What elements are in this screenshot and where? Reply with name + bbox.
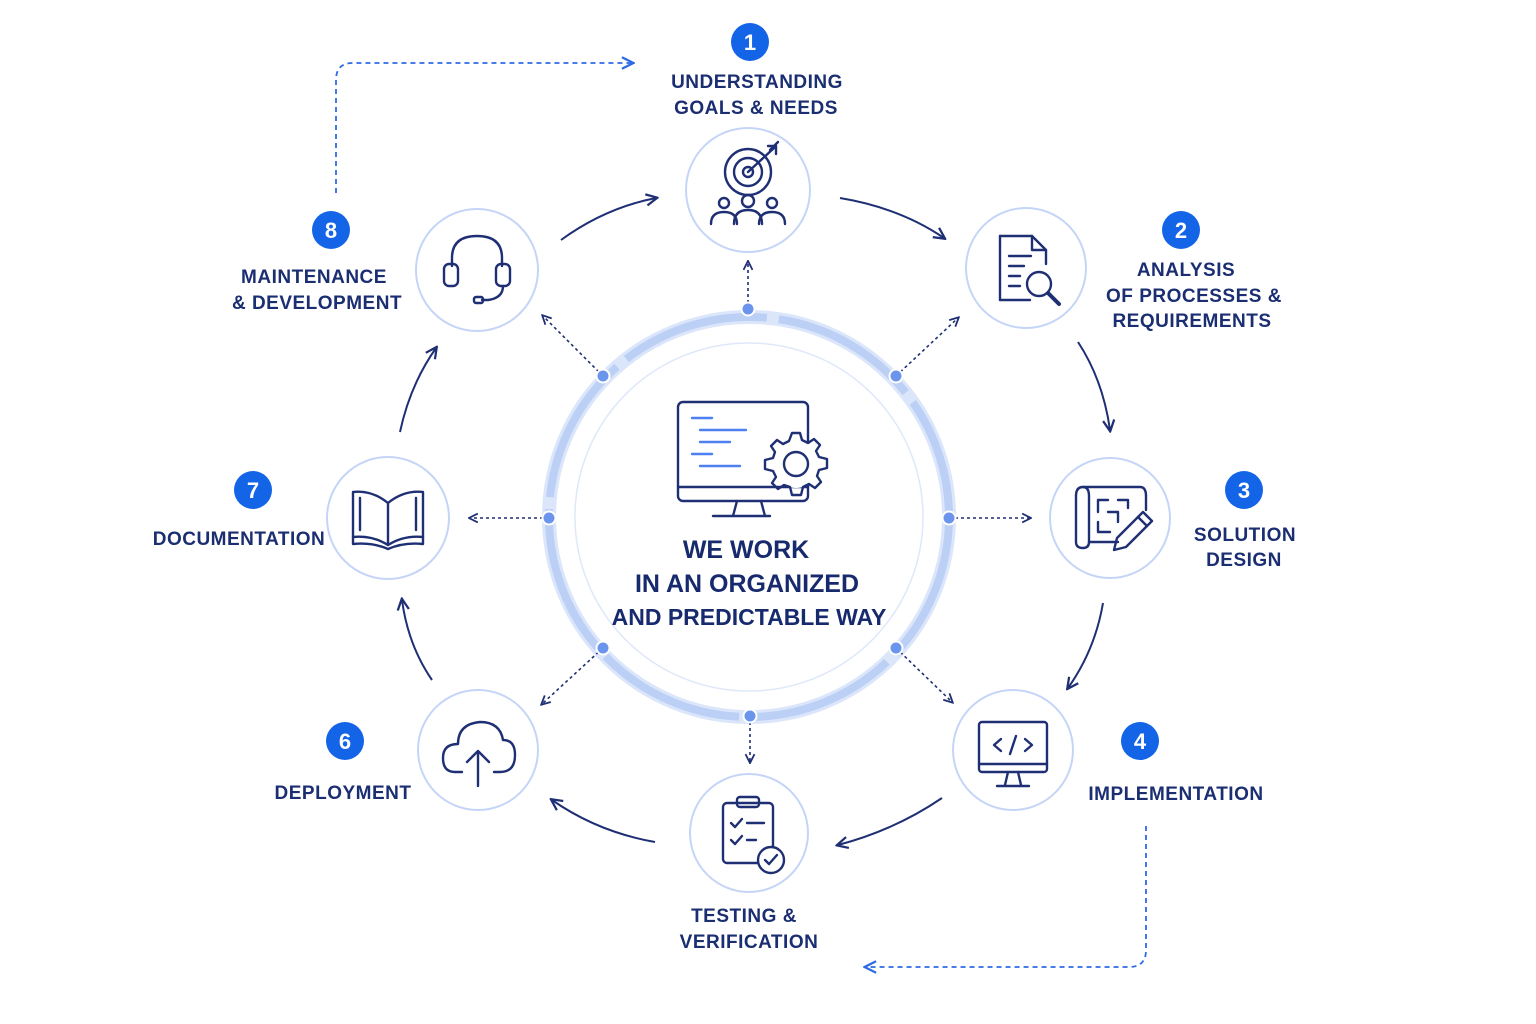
ring-dot-2 [888,368,904,384]
center-text-line-1: WE WORK [683,536,809,564]
step-3-badge [1225,471,1263,509]
radial-connector-4 [895,647,952,702]
step-2-badge [1162,211,1200,249]
step-4-number: 4 [1134,729,1147,754]
blueprint-pencil-icon [1074,485,1154,552]
step-2-label-line-1: ANALYSIS [1137,260,1235,281]
step-4-badge [1121,722,1159,760]
headset-icon [442,234,512,305]
ring-dot-4 [888,640,904,656]
center-monitor-gear-icon [676,400,829,518]
step-3-label-line-2: DESIGN [1206,550,1282,571]
center-text-line-3: AND PREDICTABLE WAY [612,604,887,630]
ring-dot-7 [541,510,557,526]
step-6-badge [326,722,364,760]
step-5-label-line-1: TESTING & [691,906,797,927]
step-6-number: 6 [339,729,351,754]
step-1-number: 1 [744,30,756,55]
open-book-icon [351,490,425,551]
step-6: 6 DEPLOYMENT [275,689,539,811]
loop-connector-top [335,63,632,193]
step-2-number: 2 [1175,218,1187,243]
step-7: 7 DOCUMENTATION [153,456,450,580]
radial-connector-6 [542,647,604,704]
ring-dot-6 [595,640,611,656]
step-8-label-line-2: & DEVELOPMENT [232,293,402,314]
step-7-number: 7 [247,478,259,503]
step-4: 4 IMPLEMENTATION [952,689,1263,811]
step-3-node [1049,457,1171,579]
arrow-4-to-5 [838,797,943,845]
step-8-node [415,208,539,332]
step-5: TESTING & VERIFICATION [680,773,819,953]
arrow-7-to-8 [399,348,436,433]
step-2-node [965,207,1087,329]
cycle-arrows [400,198,1110,845]
step-7-badge [234,471,272,509]
step-5-label-line-2: VERIFICATION [680,932,819,953]
radial-connector-2 [895,318,958,377]
step-3: 3 SOLUTION DESIGN [1049,457,1296,579]
cloud-upload-icon [441,720,517,788]
arrow-1-to-2 [839,197,944,238]
loop-connector-bottom [866,826,1147,967]
step-7-label-line-1: DOCUMENTATION [153,529,326,550]
step-8-badge [312,211,350,249]
ring-dot-8 [595,368,611,384]
center-text-line-2: IN AN ORGANIZED [635,570,859,598]
step-2-label-line-2: OF PROCESSES & [1106,286,1282,307]
step-2-label-line-3: REQUIREMENTS [1112,311,1271,332]
step-4-label-line-1: IMPLEMENTATION [1088,784,1263,805]
arrow-3-to-4 [1068,602,1104,688]
step-8: 8 MAINTENANCE & DEVELOPMENT [232,208,539,332]
target-team-icon [709,140,787,226]
step-1-badge [731,23,769,61]
step-4-node [952,689,1074,811]
step-2: 2 ANALYSIS OF PROCESSES & REQUIREMENTS [965,207,1282,332]
code-monitor-icon [977,720,1049,788]
step-5-node [689,773,809,893]
step-1-node [685,127,811,253]
radial-connectors [470,262,1030,762]
arrow-8-to-1 [560,198,656,241]
step-1-label-line-2: GOALS & NEEDS [674,98,838,119]
ring-dot-3 [941,510,957,526]
radial-connector-8 [543,316,604,377]
ring-dot-5 [742,708,758,724]
arrow-5-to-6 [552,800,656,843]
step-1: 1 UNDERSTANDING GOALS & NEEDS [671,23,843,253]
arrow-6-to-7 [402,600,433,681]
arrow-2-to-3 [1077,341,1110,430]
step-8-label-line-1: MAINTENANCE [241,267,387,288]
step-6-label-line-1: DEPLOYMENT [275,783,412,804]
document-search-icon [998,234,1061,306]
clipboard-check-icon [721,795,786,875]
step-3-label-line-1: SOLUTION [1194,525,1296,546]
step-8-number: 8 [325,218,337,243]
step-3-number: 3 [1238,478,1250,503]
step-1-label-line-1: UNDERSTANDING [671,72,843,93]
ring-dot-1 [740,301,756,317]
